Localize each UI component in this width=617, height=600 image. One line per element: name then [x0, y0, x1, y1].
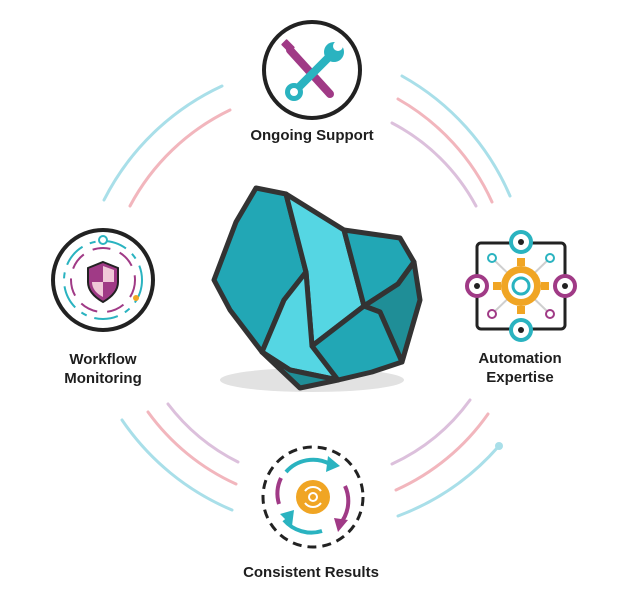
refresh-cycle-icon [261, 445, 365, 549]
orbit-arc [128, 108, 232, 208]
node-label-results: Consistent Results [211, 563, 411, 582]
orbit-arc [146, 410, 238, 486]
node-label-support: Ongoing Support [222, 126, 402, 145]
node-label-line: Ongoing Support [250, 127, 374, 144]
orbit-arc [396, 445, 500, 518]
orbit-arc [394, 412, 490, 492]
node-label-line: Automation [478, 350, 562, 367]
orbit-arc [102, 84, 224, 202]
gear-circuit-icon [465, 230, 577, 342]
orbit-arc [400, 74, 512, 198]
node-label-line: Consistent Results [243, 564, 379, 581]
orbit-arc [390, 398, 472, 466]
node-label-line: Workflow [69, 351, 137, 368]
node-label-automation: Automation Expertise [470, 349, 570, 387]
orbit-arc [120, 418, 234, 512]
orbit-arc [166, 402, 240, 464]
orbit-arc [390, 121, 478, 208]
node-label-line: Monitoring [64, 370, 142, 387]
node-label-line: Expertise [486, 369, 554, 386]
node-label-monitoring: Workflow Monitoring [55, 350, 151, 388]
wrench-screwdriver-icon [262, 20, 362, 120]
orbit-arc [396, 97, 494, 204]
orbit-arcs [102, 74, 512, 518]
orbit-dot [495, 442, 503, 450]
rock-icon [211, 185, 423, 392]
shield-icon [51, 228, 155, 332]
